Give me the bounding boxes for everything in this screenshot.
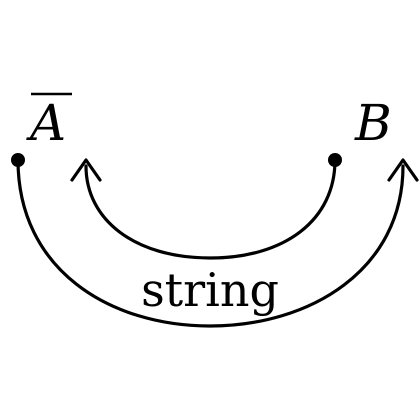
left-endpoint-dot-icon — [11, 153, 25, 167]
left-endpoint-label: A — [26, 94, 66, 152]
outer-arc — [16, 158, 405, 328]
right-endpoint-label: B — [354, 94, 392, 152]
string-label: string — [141, 263, 279, 317]
outer-arrowhead-icon — [387, 158, 419, 182]
inner-arrowhead-icon — [70, 158, 102, 182]
right-endpoint-dot-icon — [328, 153, 342, 167]
inner-arc — [84, 158, 337, 260]
